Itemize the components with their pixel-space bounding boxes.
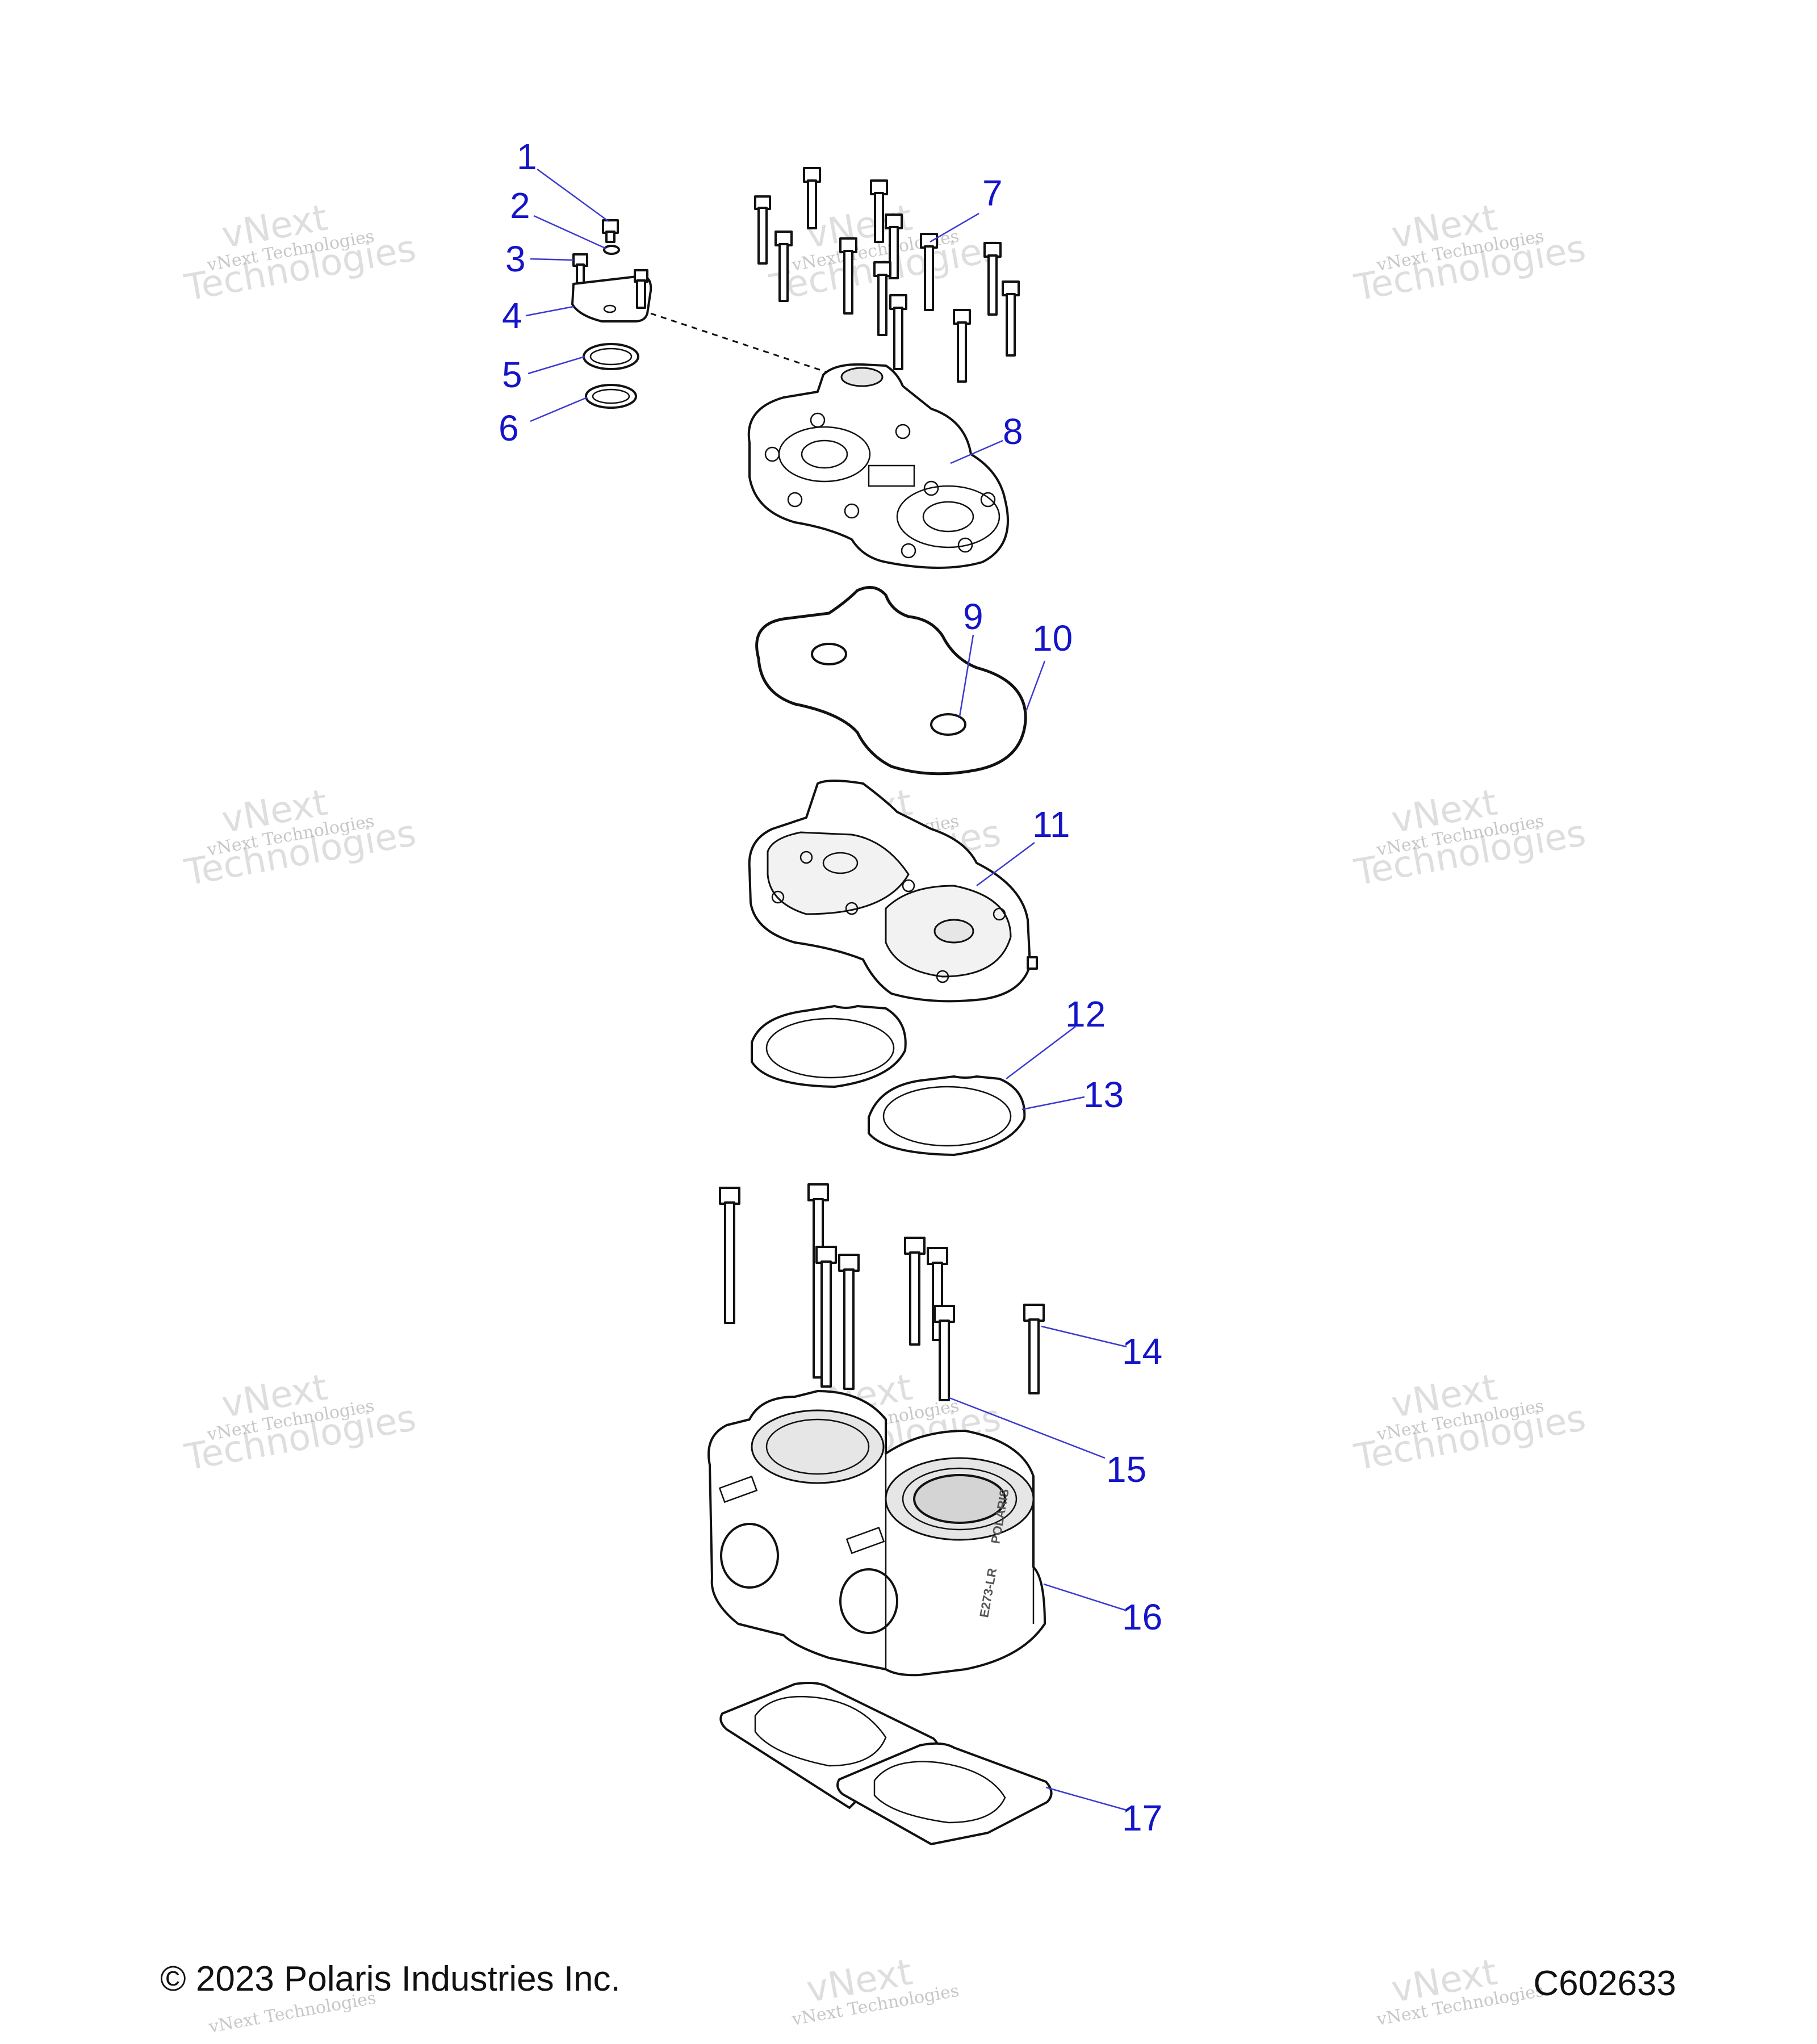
part-5-o-ring bbox=[583, 343, 639, 370]
part-11-cylinder-head bbox=[748, 780, 1038, 1003]
callout-8: 8 bbox=[1003, 411, 1023, 452]
watermark: vNext vNext Technologies Technologies bbox=[1351, 782, 1589, 894]
part-1-bolt bbox=[602, 219, 619, 243]
callout-9: 9 bbox=[963, 596, 983, 637]
part-9-o-rings bbox=[811, 643, 966, 736]
part-17-base-gasket bbox=[719, 1682, 1053, 1845]
part-10-head-seal bbox=[755, 586, 1027, 776]
part-2-washer bbox=[603, 245, 620, 255]
callout-6: 6 bbox=[499, 408, 519, 449]
part-14-15-cylinder-bolts bbox=[719, 1183, 1045, 1401]
part-4-cover-plate bbox=[571, 269, 652, 322]
callout-15: 15 bbox=[1106, 1449, 1146, 1490]
alignment-dashed-line bbox=[650, 312, 835, 376]
callout-10: 10 bbox=[1032, 618, 1073, 659]
callout-2: 2 bbox=[510, 185, 530, 226]
callout-13: 13 bbox=[1083, 1074, 1124, 1115]
callout-11: 11 bbox=[1032, 804, 1070, 845]
diagram-code: C602633 bbox=[1533, 1964, 1676, 2003]
watermark: vNext vNext Technologies bbox=[1375, 1951, 1546, 2030]
callout-3: 3 bbox=[505, 238, 526, 279]
part-7-head-bolts bbox=[754, 167, 1020, 383]
part-8-head-cover bbox=[747, 363, 1009, 569]
part-13-gasket bbox=[868, 1075, 1026, 1156]
watermark: vNext vNext Technologies bbox=[790, 1951, 961, 2030]
callout-14: 14 bbox=[1122, 1331, 1162, 1372]
watermark: vNext vNext Technologies Technologies bbox=[181, 1367, 419, 1479]
watermark: vNext vNext Technologies Technologies bbox=[1351, 1367, 1589, 1479]
callout-7: 7 bbox=[982, 173, 1003, 213]
part-12-gasket bbox=[751, 1005, 907, 1088]
watermark: vNext vNext Technologies Technologies bbox=[1351, 197, 1589, 309]
callout-labels: 1 2 3 4 5 6 7 8 9 10 11 12 13 14 15 16 1… bbox=[499, 136, 1162, 1838]
part-6-seal-ring bbox=[585, 384, 637, 409]
callout-5: 5 bbox=[502, 354, 522, 395]
callout-1: 1 bbox=[517, 136, 537, 177]
callout-leaders bbox=[525, 168, 1127, 1811]
callout-12: 12 bbox=[1065, 994, 1106, 1034]
callout-17: 17 bbox=[1122, 1798, 1162, 1838]
part-16-cylinder-block: POLARIS E273-LR bbox=[707, 1390, 1046, 1677]
watermark: vNext vNext Technologies Technologies bbox=[181, 197, 419, 309]
callout-4: 4 bbox=[502, 295, 522, 336]
watermark: vNext vNext Technologies Technologies bbox=[181, 782, 419, 894]
callout-16: 16 bbox=[1122, 1597, 1162, 1637]
copyright-notice: © 2023 Polaris Industries Inc. bbox=[160, 1959, 621, 1999]
